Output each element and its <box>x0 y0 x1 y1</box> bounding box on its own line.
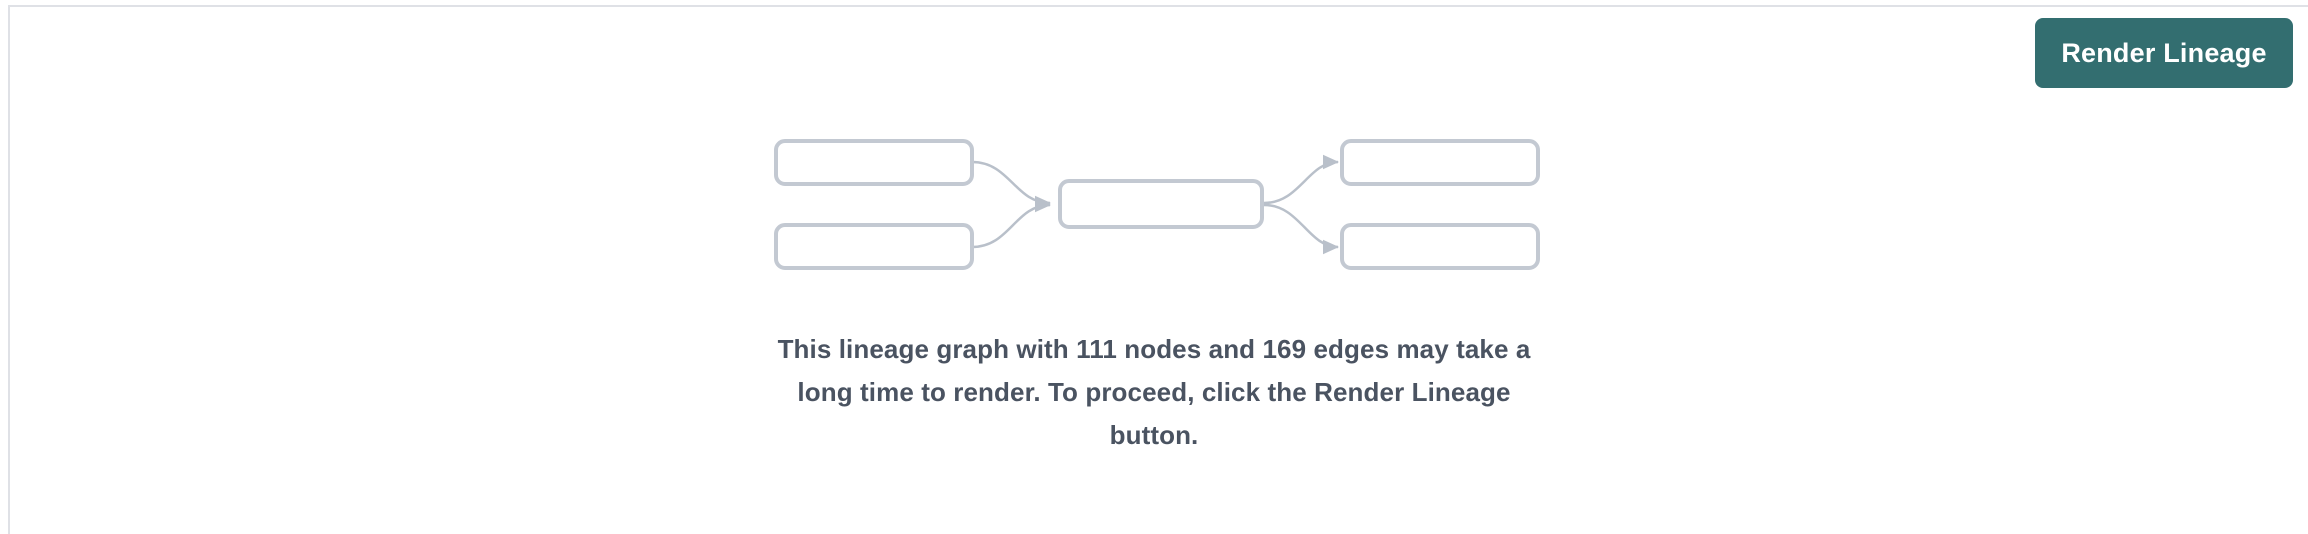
render-lineage-button[interactable]: Render Lineage <box>2035 18 2293 88</box>
edge-source-1-to-center-1 <box>971 160 1051 211</box>
placeholder-lineage-diagram <box>760 125 1560 285</box>
placeholder-node-target-1 <box>1340 139 1540 186</box>
placeholder-node-source-2 <box>774 223 974 270</box>
edge-center-1-to-target-2 <box>1263 203 1339 255</box>
placeholder-node-center-1 <box>1058 179 1264 229</box>
placeholder-node-source-1 <box>774 139 974 186</box>
lineage-size-warning-message: This lineage graph with 111 nodes and 16… <box>777 334 1531 450</box>
panel-left-border <box>8 5 10 534</box>
edge-source-2-to-center-1 <box>971 197 1051 249</box>
panel-top-border <box>9 5 2308 7</box>
placeholder-node-target-2 <box>1340 223 1540 270</box>
edge-center-1-to-target-1 <box>1263 154 1339 205</box>
